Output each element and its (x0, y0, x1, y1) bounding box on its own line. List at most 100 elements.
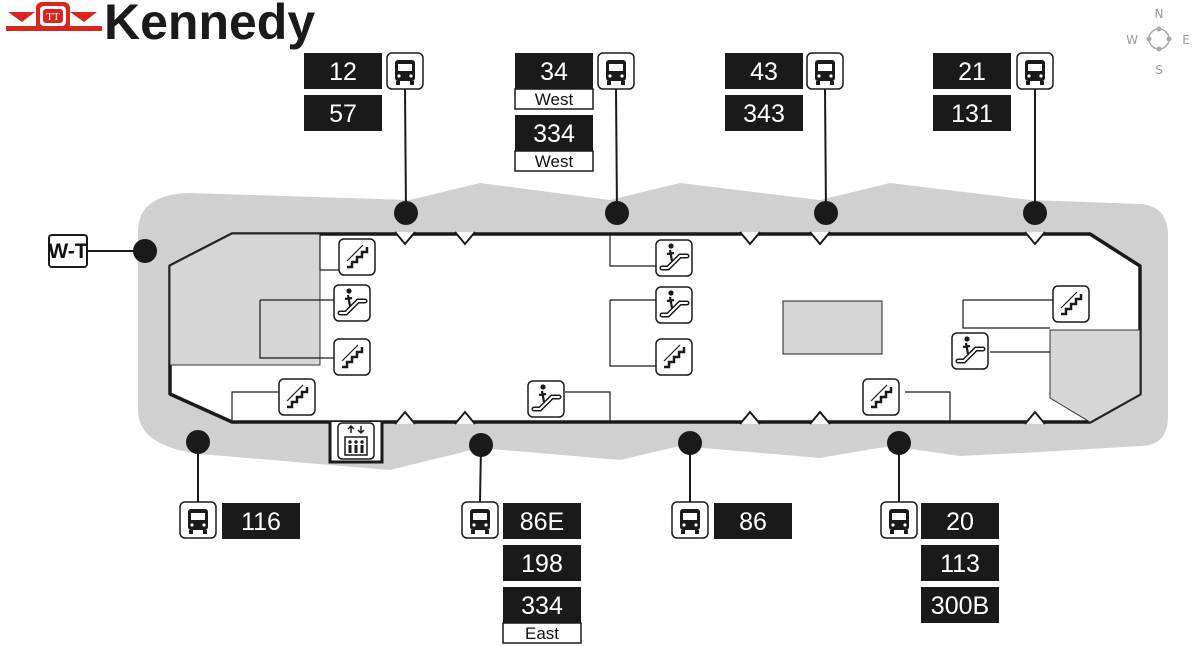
route-box-bg (933, 95, 1011, 131)
compass-south: S (1155, 63, 1163, 77)
escalator-icon (951, 332, 989, 370)
route-number: 57 (329, 100, 357, 128)
connector-lines (231, 234, 1058, 422)
door-notches (394, 231, 1046, 425)
bay-connector-line (404, 88, 407, 214)
escalator-icon (527, 380, 565, 418)
route-box-bg (921, 545, 999, 581)
route-box[interactable]: 86 (714, 503, 792, 539)
bus-icon (806, 52, 844, 90)
bus-icon (597, 52, 635, 90)
route-box[interactable]: 300B (921, 587, 999, 623)
route-number: 334 (533, 120, 575, 148)
route-box-bg (725, 95, 803, 131)
route-box-bg (515, 53, 593, 89)
bus-icon (179, 501, 217, 539)
route-number: 198 (521, 550, 563, 578)
bus-icon (880, 501, 918, 539)
direction-tag-bg (514, 150, 594, 172)
station-title: Kennedy (104, 0, 315, 50)
route-number: 21 (958, 58, 986, 86)
svg-text:TT: TT (46, 11, 60, 23)
route-box-bg (304, 53, 382, 89)
route-box-bg (222, 503, 300, 539)
bay-marker-dot (678, 431, 702, 455)
bay-marker-dot (814, 201, 838, 225)
bus-bay[interactable]: 116 (179, 501, 300, 539)
stairs-icon (278, 378, 316, 416)
bus-bay[interactable]: 20 113 300B (880, 501, 999, 623)
route-number: 43 (750, 58, 778, 86)
stairs-icon (1052, 285, 1090, 323)
route-box[interactable]: 20 (921, 503, 999, 539)
bus-bay[interactable]: 43 343 (725, 52, 844, 131)
bay-connector-line (615, 88, 618, 214)
ttc-logo: TT (6, 2, 102, 31)
route-number: 334 (521, 592, 563, 620)
route-box-bg (933, 53, 1011, 89)
route-number: 86 (739, 508, 767, 536)
route-number: 116 (241, 508, 281, 536)
bay-marker-dot (605, 201, 629, 225)
route-box[interactable]: 12 (304, 53, 382, 89)
route-box[interactable]: 198 (503, 545, 581, 581)
bus-bay[interactable]: 21 131 (933, 52, 1054, 131)
route-box[interactable]: 86E (503, 503, 581, 539)
escalator-icon (655, 239, 693, 277)
route-box-bg (304, 95, 382, 131)
route-box-bg (515, 115, 593, 151)
route-number: 131 (951, 100, 993, 128)
route-box-bg (714, 503, 792, 539)
compass-north: N (1155, 7, 1164, 21)
compass-west: W (1126, 33, 1138, 47)
route-number: 113 (940, 550, 980, 578)
bay-connector-line (824, 88, 827, 214)
direction-tag-bg (514, 88, 594, 110)
route-box-bg (503, 587, 581, 623)
bay-marker-dot (1023, 201, 1047, 225)
bus-bay[interactable]: 86 (671, 501, 792, 539)
escalator-icon (333, 284, 371, 322)
bus-icon (461, 501, 499, 539)
service-room-west (169, 233, 321, 366)
central-room (782, 300, 883, 355)
stairs-icon (655, 338, 693, 376)
bay-marker-dot (469, 433, 493, 457)
bay-marker-dot (186, 430, 210, 454)
route-number: 86E (520, 508, 564, 536)
entrance-wt[interactable]: W-T (48, 234, 157, 268)
route-direction: West (535, 90, 574, 109)
stairs-icon (338, 238, 376, 276)
entrance-label: W-T (48, 240, 87, 263)
bus-icon (386, 52, 424, 90)
route-box[interactable]: 116 (222, 503, 300, 539)
route-box[interactable]: 113 (921, 545, 999, 581)
bay-marker-dot (394, 201, 418, 225)
stairs-icon (333, 338, 371, 376)
route-box-bg (503, 503, 581, 539)
route-box[interactable]: 43 (725, 53, 803, 89)
route-box[interactable]: 131 (933, 95, 1011, 131)
escalator-icon (655, 286, 693, 324)
route-number: 34 (540, 58, 568, 86)
route-number: 20 (946, 508, 974, 536)
route-box-bg (921, 503, 999, 539)
route-number: 343 (743, 100, 785, 128)
route-box[interactable]: 343 (725, 95, 803, 131)
bus-icon (671, 501, 709, 539)
route-box-bg (503, 545, 581, 581)
elevator-icon[interactable] (337, 422, 375, 460)
stairs-icon (862, 378, 900, 416)
route-box[interactable]: 57 (304, 95, 382, 131)
bus-icon (1016, 52, 1054, 90)
route-box[interactable]: 21 (933, 53, 1011, 89)
route-direction: East (525, 624, 559, 643)
compass-east: E (1182, 33, 1190, 47)
service-room-east (1049, 329, 1141, 423)
